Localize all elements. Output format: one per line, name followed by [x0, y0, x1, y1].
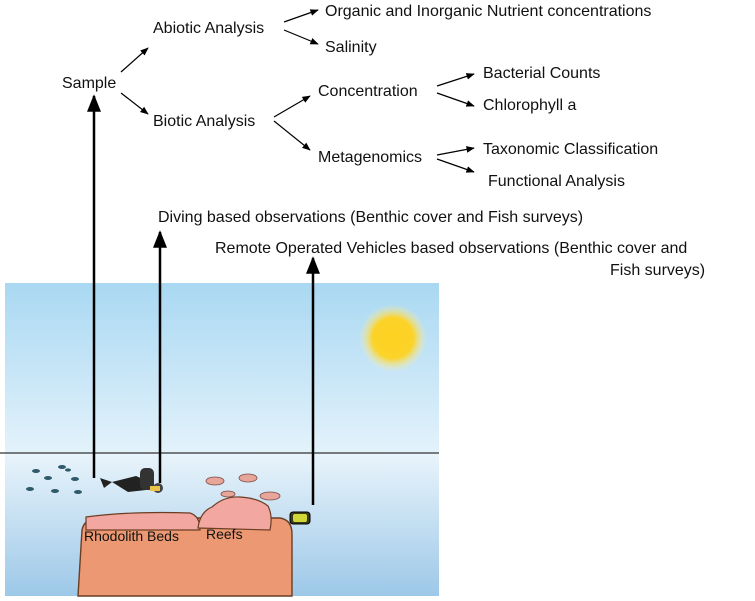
label-taxonomic: Taxonomic Classification [483, 141, 658, 158]
rov-icon [289, 511, 311, 525]
label-rov-1: Remote Operated Vehicles based observati… [215, 240, 687, 257]
label-functional: Functional Analysis [488, 173, 625, 190]
label-bacterial: Bacterial Counts [483, 65, 600, 82]
reef-fish [205, 473, 281, 501]
label-nutrients: Organic and Inorganic Nutrient concentra… [325, 3, 651, 20]
label-salinity: Salinity [325, 39, 377, 56]
sky [5, 283, 439, 453]
tree-connectors [120, 9, 475, 173]
fish-school [26, 465, 82, 494]
label-abiotic: Abiotic Analysis [153, 20, 264, 37]
label-metagenomics: Metagenomics [318, 149, 422, 166]
sun [359, 304, 427, 372]
label-chlorophyll: Chlorophyll a [483, 97, 576, 114]
label-reefs: Reefs [206, 526, 243, 542]
label-concentration: Concentration [318, 83, 418, 100]
diver-icon [100, 468, 163, 493]
label-rhodolith: Rhodolith Beds [84, 528, 179, 544]
label-biotic: Biotic Analysis [153, 113, 255, 130]
reef-shape [197, 496, 272, 531]
label-diving: Diving based observations (Benthic cover… [158, 209, 583, 226]
rock-seabed [77, 517, 293, 597]
label-sample: Sample [62, 75, 116, 92]
label-rov-2: Fish surveys) [610, 262, 705, 279]
